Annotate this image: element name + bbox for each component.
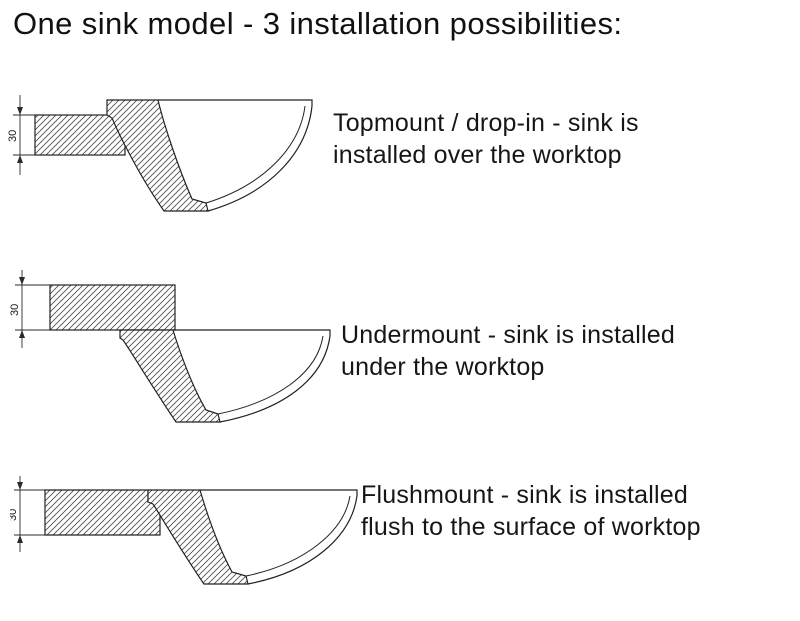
sink-rim-line [158,99,313,106]
arrowhead-top [17,482,23,490]
bowl-inner-curve [245,495,351,577]
sink-section [119,329,331,423]
arrowhead-bottom [17,535,23,543]
arrowhead-top [19,277,25,285]
worktop-section [44,489,161,536]
sink-section [147,489,358,585]
sink-rim-line [173,329,331,336]
topmount-caption: Topmount / drop-in - sink is installed o… [333,109,639,169]
flushmount-diagram: 30 [10,476,358,585]
sink-wall-section [119,329,221,423]
sink-rim-line [200,489,358,496]
undermount-diagram: 30 [10,270,331,423]
dimension-30: 30 [10,476,45,552]
sink-section [106,99,313,212]
undermount-caption: Undermount - sink is installed under the… [341,321,675,381]
arrowhead-top [17,107,23,115]
arrowhead-bottom [19,330,25,338]
dimension-label: 30 [10,304,21,316]
dimension-label: 30 [8,130,19,142]
worktop-section [49,284,176,331]
bowl-outer-curve [219,335,331,423]
topmount-diagram: 30 [8,95,313,212]
dimension-label: 30 [10,509,19,521]
bowl-inner-curve [217,335,324,415]
flushmount-caption: Flushmount - sink is installed flush to … [361,481,701,541]
bowl-outer-curve [247,495,358,585]
dimension-30: 30 [10,270,50,348]
bowl-inner-curve [205,105,306,204]
worktop-section [34,114,126,156]
page-title: One sink model - 3 installation possibil… [13,6,623,41]
sink-wall-section [147,489,249,585]
dimension-30: 30 [8,95,35,175]
bowl-outer-curve [207,105,313,212]
arrowhead-bottom [17,155,23,163]
